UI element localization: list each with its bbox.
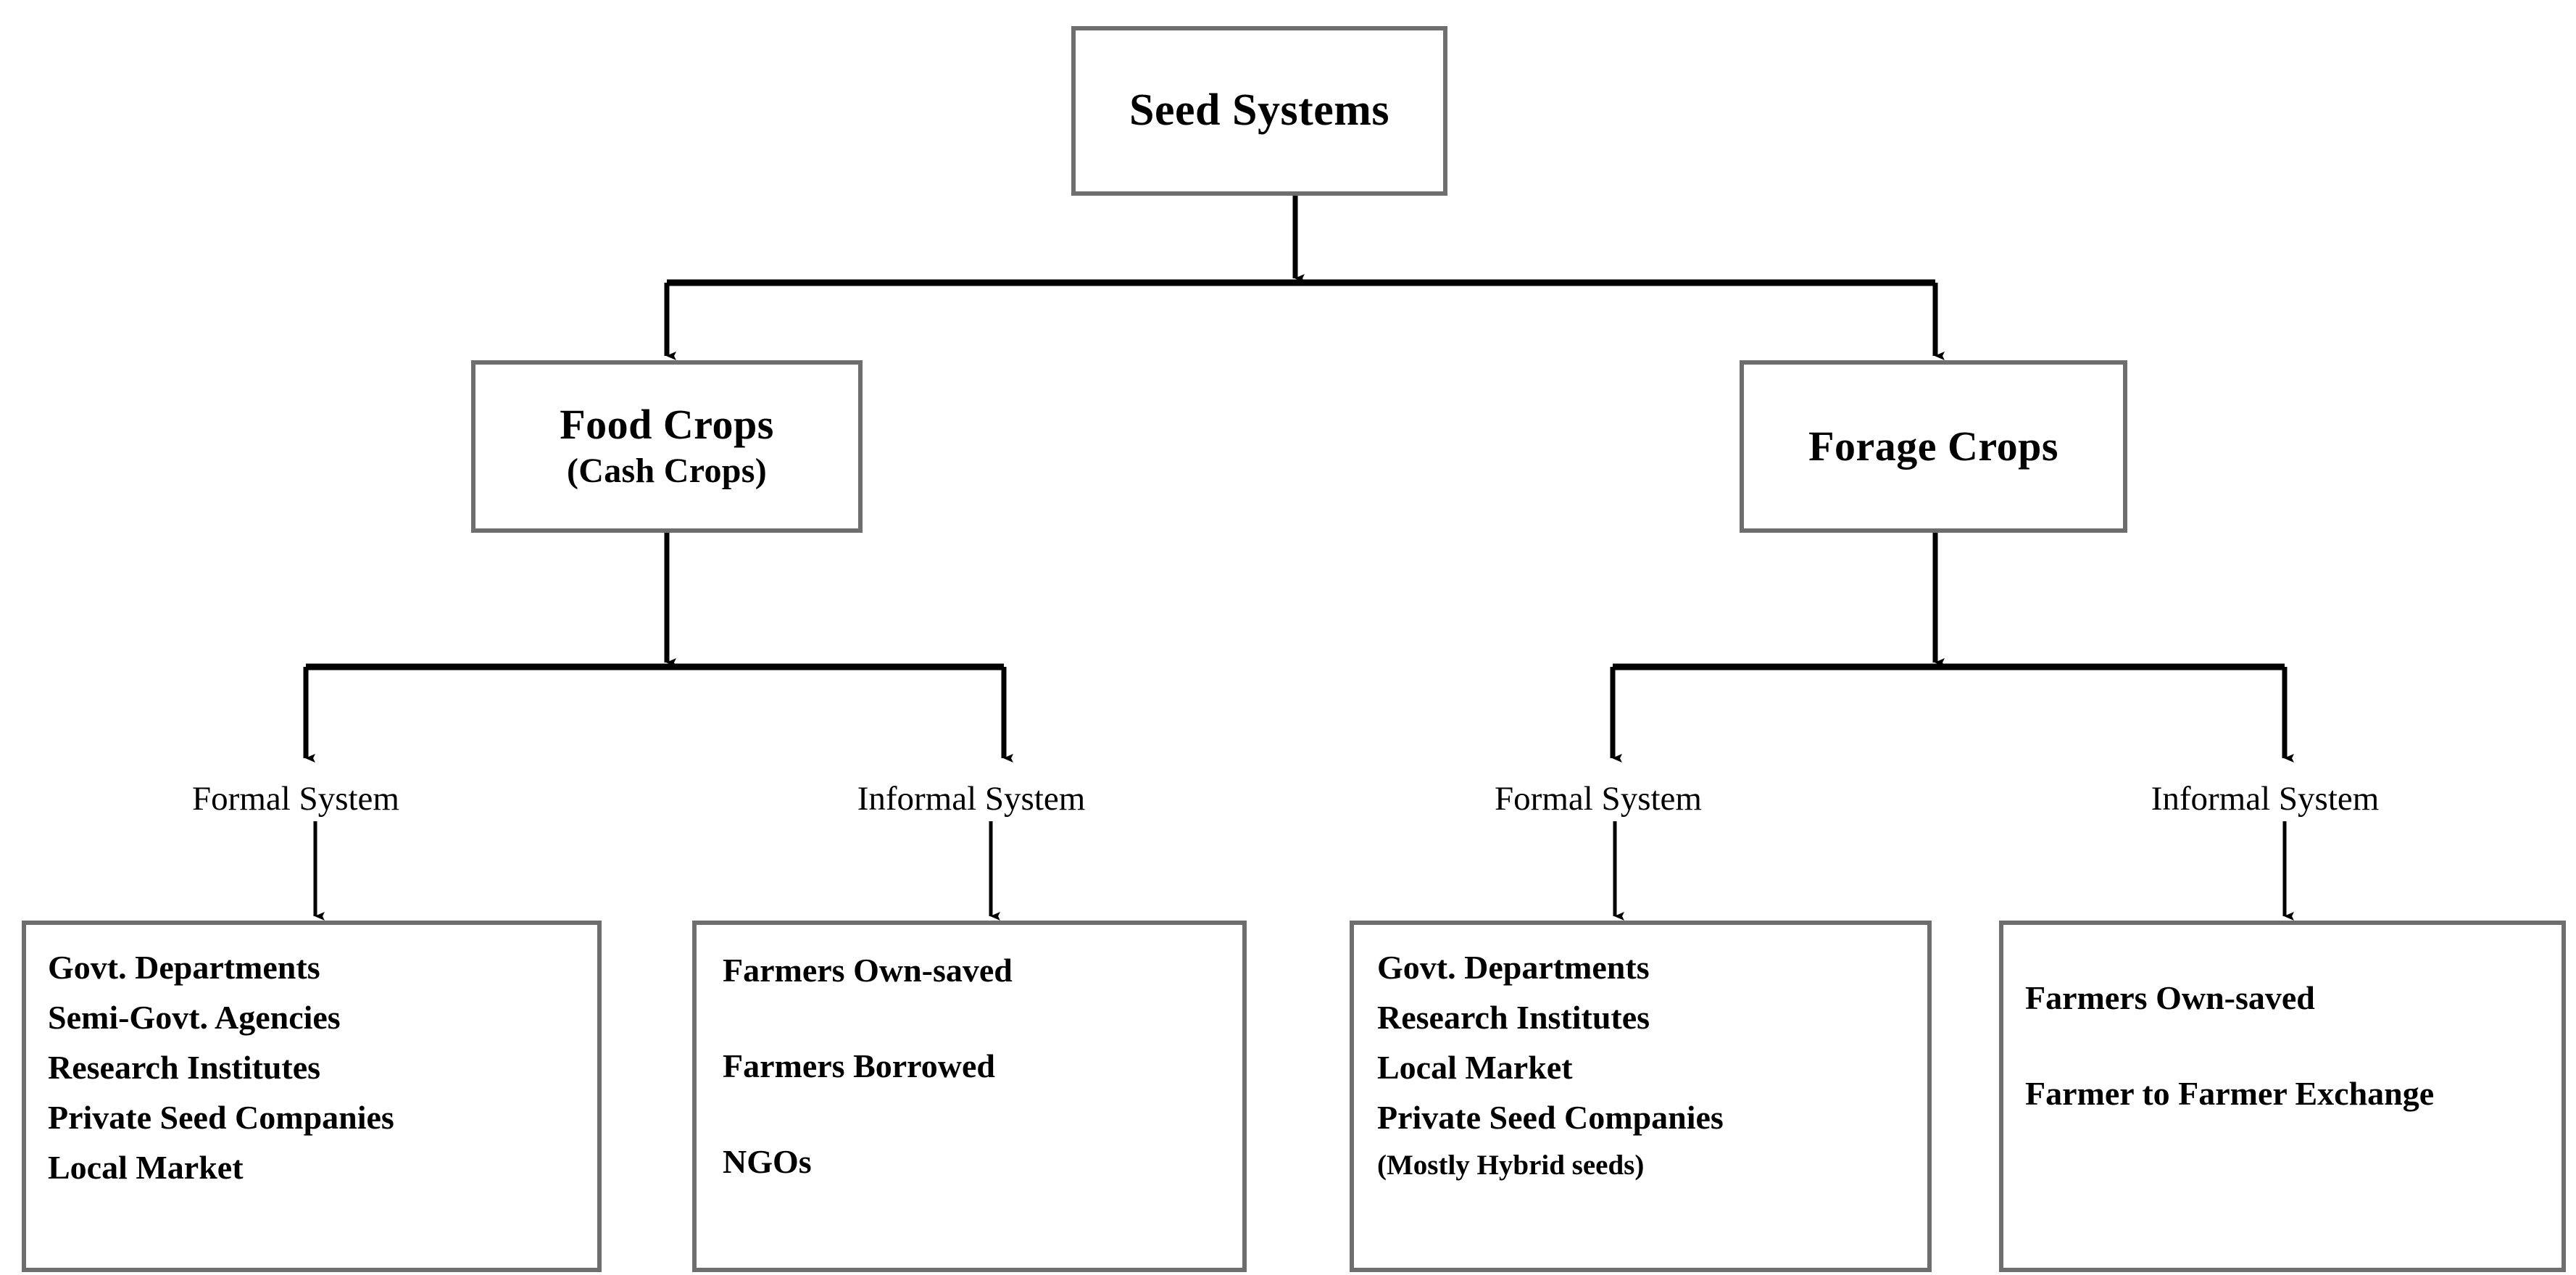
list-item: Local Market <box>1377 1049 1573 1086</box>
list-item: (Mostly Hybrid seeds) <box>1377 1150 1645 1181</box>
branch-label-forage-formal: Formal System <box>1495 780 1702 818</box>
list-item: Farmers Own-saved <box>2025 979 2315 1016</box>
list-item: Private Seed Companies <box>48 1099 394 1136</box>
list-item: Local Market <box>48 1149 244 1186</box>
actor-list-forage-formal: Govt. Departments Research Institutes Lo… <box>1377 949 1927 1181</box>
node-seed-systems[interactable]: Seed Systems <box>1071 26 1447 196</box>
branch-label-food-formal: Formal System <box>192 780 399 818</box>
node-food-informal-actors[interactable]: Farmers Own-saved Farmers Borrowed NGOs <box>692 921 1247 1272</box>
node-forage-formal-actors[interactable]: Govt. Departments Research Institutes Lo… <box>1350 921 1932 1272</box>
list-item: Govt. Departments <box>1377 949 1650 986</box>
actor-list-forage-informal: Farmers Own-saved Farmer to Farmer Excha… <box>2025 981 2562 1110</box>
list-item: Research Institutes <box>1377 999 1650 1036</box>
node-forage-crops[interactable]: Forage Crops <box>1740 360 2127 533</box>
node-food-crops-sublabel: (Cash Crops) <box>566 452 768 491</box>
list-item: Farmers Borrowed <box>723 1047 995 1084</box>
list-item: Semi-Govt. Agencies <box>48 999 341 1036</box>
list-item: Farmers Own-saved <box>723 952 1013 989</box>
branch-label-food-informal: Informal System <box>857 780 1086 818</box>
node-seed-systems-label: Seed Systems <box>1129 86 1390 136</box>
list-item: Farmer to Farmer Exchange <box>2025 1075 2435 1112</box>
actor-list-food-formal: Govt. Departments Semi-Govt. Agencies Re… <box>48 951 597 1184</box>
list-item: NGOs <box>723 1143 812 1180</box>
list-item: Research Institutes <box>48 1049 321 1086</box>
node-forage-crops-label: Forage Crops <box>1808 422 2058 470</box>
list-item: Govt. Departments <box>48 949 320 986</box>
branch-label-forage-informal: Informal System <box>2151 780 2380 818</box>
node-food-crops-label: Food Crops <box>560 401 774 449</box>
node-food-crops[interactable]: Food Crops (Cash Crops) <box>471 360 863 533</box>
list-item: Private Seed Companies <box>1377 1099 1724 1136</box>
actor-list-food-informal: Farmers Own-saved Farmers Borrowed NGOs <box>723 954 1242 1179</box>
node-food-formal-actors[interactable]: Govt. Departments Semi-Govt. Agencies Re… <box>22 921 602 1272</box>
node-forage-informal-actors[interactable]: Farmers Own-saved Farmer to Farmer Excha… <box>1999 921 2566 1272</box>
